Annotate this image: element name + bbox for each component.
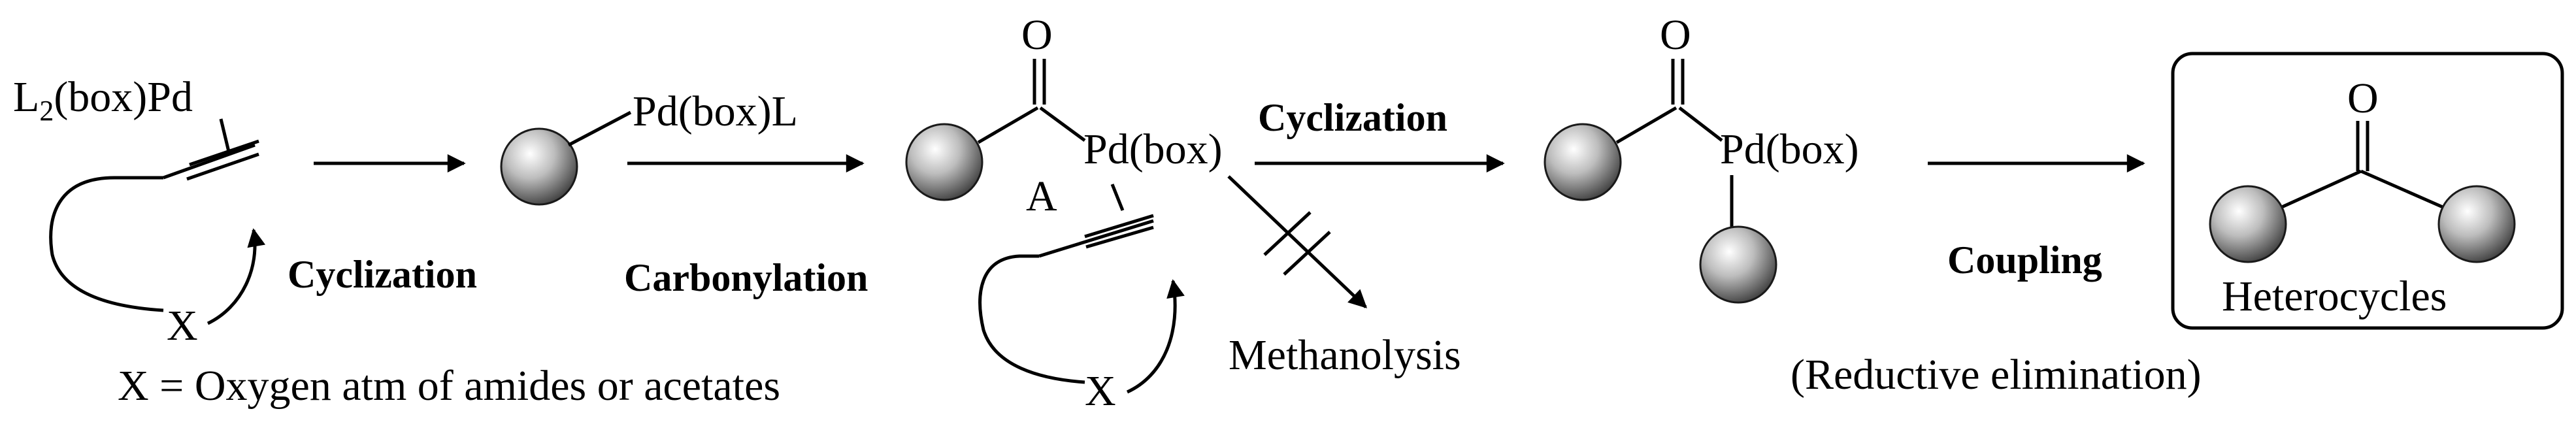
pd-alkyne-bond	[219, 118, 231, 152]
carbonyl-oxygen-b: O	[1660, 11, 1691, 59]
block-mark-2	[1283, 231, 1331, 276]
acyl-pd-label: Pd(box)	[1083, 125, 1223, 173]
step-reductive-elimination: (Reductive elimination)	[1791, 351, 2202, 399]
curly-arrow-1	[206, 228, 266, 325]
alkyne-bond-3	[186, 152, 259, 181]
alkyne-a-bond-1	[1038, 219, 1154, 258]
methanolysis-arrow	[1227, 175, 1368, 308]
alkyne-bond-2	[189, 139, 259, 167]
heteroatom-x-a: X	[1085, 367, 1116, 415]
carbonyl-oxygen-a: O	[1021, 11, 1053, 59]
sphere-carbonyl-bond	[977, 106, 1039, 144]
step-cyclization-1: Cyclization	[288, 253, 477, 296]
product-frame	[2171, 52, 2564, 330]
product-sphere-left	[2209, 185, 2287, 263]
intermediate-label-a: A	[1026, 172, 1057, 220]
alkyne-a-bond-3	[1085, 225, 1154, 249]
product-sphere-right	[2437, 185, 2516, 263]
catalyst-label: L2(box)Pd	[13, 73, 193, 127]
carbonyl-pd-bond	[1039, 106, 1086, 142]
product-oxygen: O	[2347, 74, 2379, 122]
alkyne-bond-1	[163, 143, 256, 180]
curly-arrow-2	[1126, 279, 1185, 394]
block-mark-1	[1263, 211, 1312, 256]
carbonyl-b-pd-bond	[1678, 106, 1723, 142]
bis-pd-label: Pd(box)	[1720, 125, 1859, 173]
footnote: X = Oxygen atm of amides or acetates	[118, 362, 780, 410]
sphere3-carbonyl-bond	[1615, 106, 1677, 144]
tether-a	[978, 254, 1085, 384]
methanolysis-label: Methanolysis	[1229, 331, 1461, 379]
sphere-pd-bond	[567, 110, 632, 147]
starting-material: L2(box)Pd X	[13, 73, 266, 350]
sphere-2	[905, 123, 983, 201]
tether	[49, 176, 164, 312]
sphere-1	[500, 127, 578, 206]
sphere-3	[1544, 123, 1622, 201]
product-bond-right	[2360, 169, 2449, 211]
product-bond-left	[2276, 169, 2362, 211]
pd-alkyne-bond-a	[1110, 184, 1125, 211]
alkyl-pd-label: Pd(box)L	[633, 88, 798, 135]
heteroatom-x: X	[167, 302, 198, 350]
product-caption: Heterocycles	[2222, 272, 2447, 320]
step-carbonylation: Carbonylation	[624, 256, 868, 299]
alkyne-a-bond-2	[1084, 214, 1154, 238]
step-coupling: Coupling	[1947, 238, 2102, 282]
sphere-4	[1699, 225, 1777, 304]
step-cyclization-2: Cyclization	[1258, 96, 1447, 139]
product-box: O Heterocycles	[2171, 52, 2564, 330]
